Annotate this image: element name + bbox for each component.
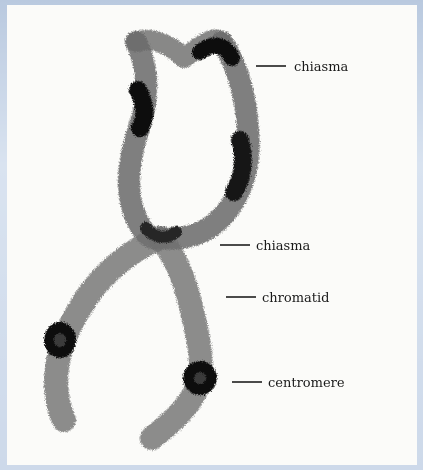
chromatid-lower-right — [152, 238, 201, 438]
label-chromatid: chromatid — [262, 291, 329, 306]
label-centromere: centromere — [268, 376, 345, 391]
dark-band-upper-left — [138, 90, 144, 128]
chromosome-pair — [56, 40, 249, 438]
centromere-left — [44, 322, 76, 358]
dark-band-chiasma-top — [200, 46, 232, 58]
label-chiasma-top: chiasma — [294, 60, 349, 75]
centromere-right — [183, 361, 217, 395]
dark-band-upper-right — [234, 140, 243, 192]
label-chiasma-middle: chiasma — [256, 239, 311, 254]
chromatid-upper-left — [129, 42, 160, 238]
